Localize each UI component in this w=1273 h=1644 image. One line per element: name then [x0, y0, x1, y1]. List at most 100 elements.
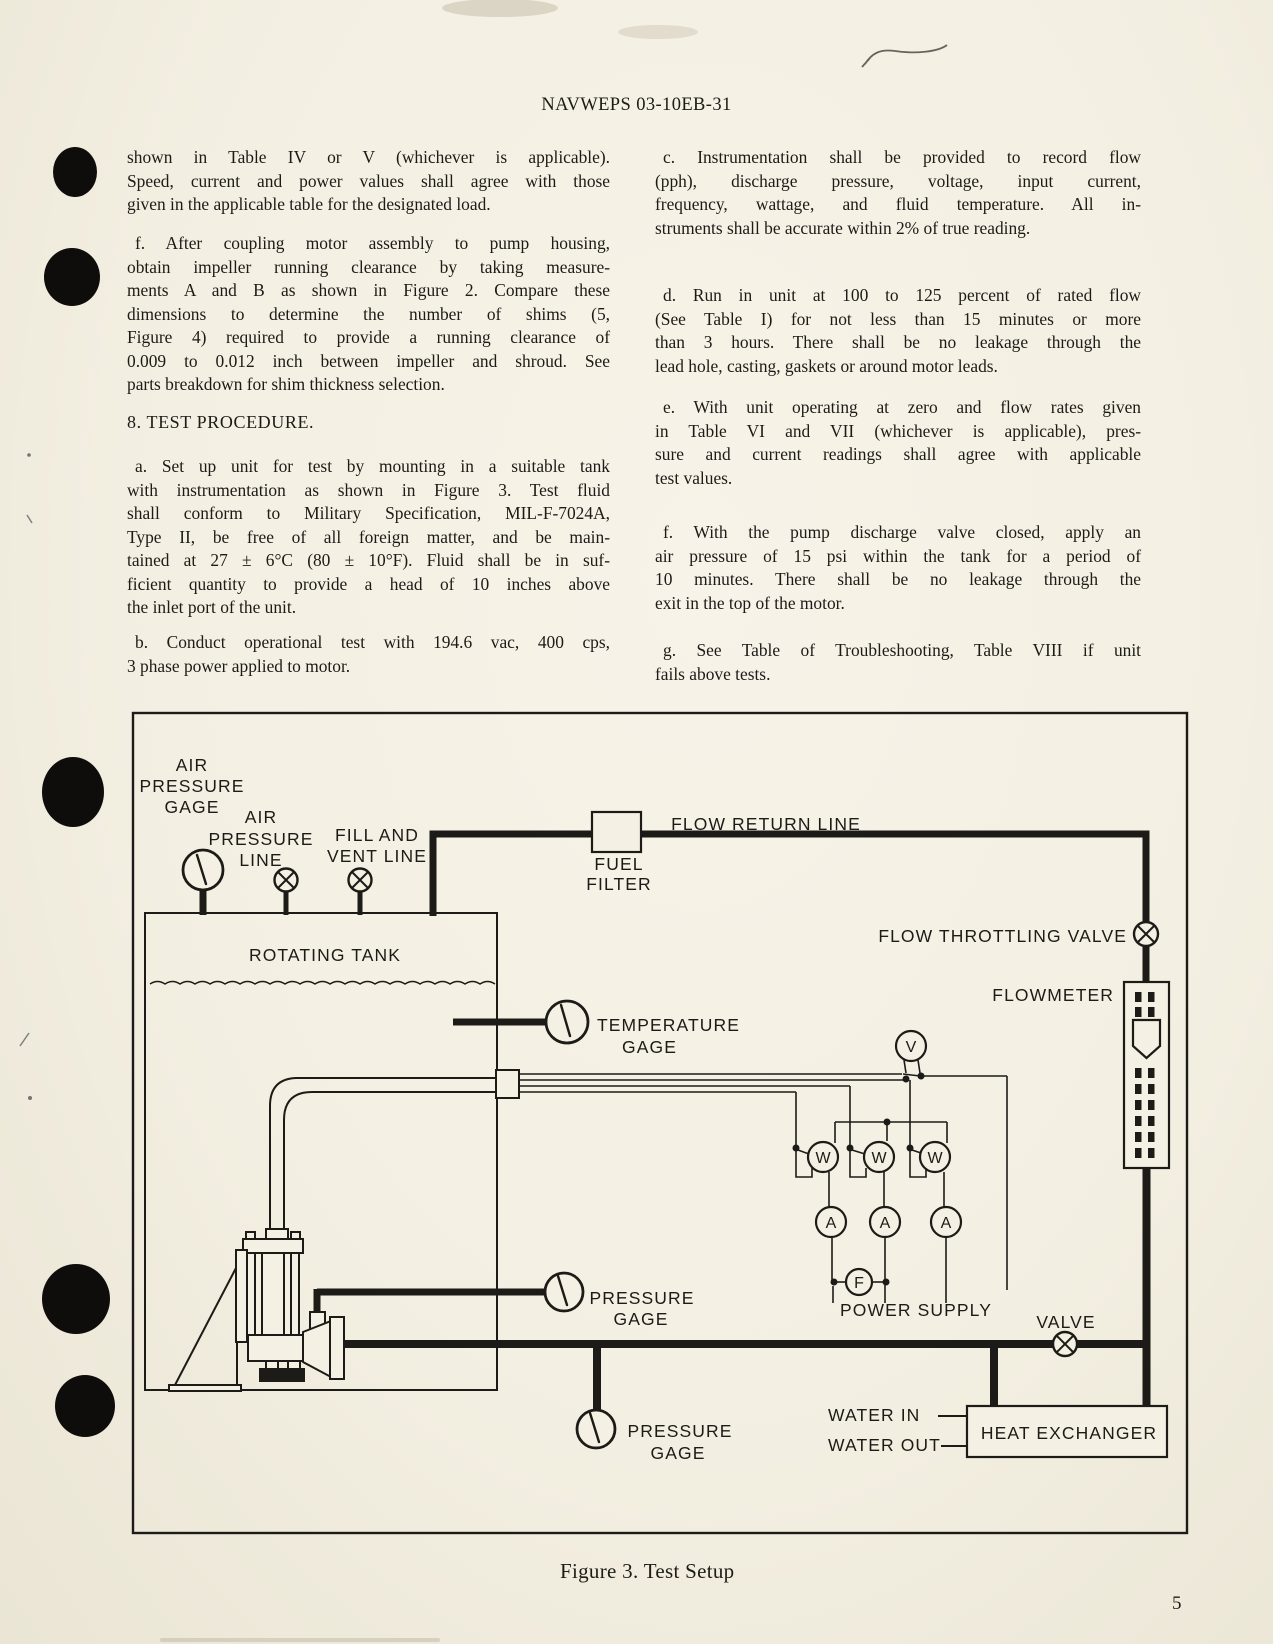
discharge-plumbing — [344, 1340, 1150, 1411]
label-pressure-gage-2: PRESSURE — [627, 1421, 732, 1441]
speck — [27, 453, 31, 457]
text-line: Speed, current and power values shall ag… — [127, 170, 610, 191]
fuel-filter-box — [590, 810, 643, 854]
label-water-out: WATER OUT — [828, 1435, 941, 1455]
text-line: e. With unit operating at zero and flow … — [663, 397, 1141, 417]
label-valve: VALVE — [1036, 1312, 1095, 1332]
text-line: tained at 27 ± 6°C (80 ± 10°F). Fluid sh… — [127, 550, 610, 570]
label-heat-exchanger: HEAT EXCHANGER — [981, 1423, 1157, 1443]
label-pressure-gage-2: GAGE — [651, 1443, 706, 1463]
text-line: test values. — [655, 467, 733, 488]
text-line: lead hole, casting, gaskets or around mo… — [655, 355, 998, 376]
text-line: f. With the pump discharge valve closed,… — [663, 522, 1141, 542]
paragraph-f-left: f. After coupling motor assembly to pump… — [127, 232, 610, 397]
label-water-in: WATER IN — [828, 1405, 920, 1425]
voltmeter-letter: V — [906, 1039, 917, 1056]
flowmeter-scale-marks — [1135, 992, 1155, 1158]
ammeter-letter: A — [826, 1215, 837, 1232]
smudge — [442, 0, 558, 17]
motor-cap — [242, 1238, 304, 1254]
mount-plate — [235, 1249, 248, 1343]
black-dot — [53, 147, 97, 197]
rotating-tank — [144, 912, 498, 1391]
black-dot — [42, 1264, 110, 1334]
wattmeter-icon — [806, 1140, 840, 1174]
ammeter-icon — [814, 1205, 848, 1239]
label-fill-vent-line: FILL AND — [335, 825, 419, 845]
edge-shadow — [160, 1638, 440, 1642]
outlet-housing — [302, 1319, 332, 1379]
text-line: air pressure of 15 psi within the tank f… — [655, 545, 1141, 566]
wattmeter-icon — [918, 1140, 952, 1174]
page-header: NAVWEPS 03-10EB-31 — [541, 95, 732, 115]
text-line: sure and current readings shall agree wi… — [655, 444, 1141, 464]
label-air-pressure-gage: PRESSURE — [139, 776, 244, 796]
text-line: exit in the top of the motor. — [655, 592, 845, 613]
label-power-supply: POWER SUPPLY — [840, 1300, 992, 1320]
text-line: ficient quantity to provide a head of 10… — [127, 573, 610, 594]
flowmeter-body — [1122, 980, 1171, 1170]
label-fuel-filter: FILTER — [586, 874, 652, 894]
air-pressure-gage — [181, 848, 225, 915]
gauge-dial-icon — [181, 848, 225, 892]
label-flowmeter: FLOWMETER — [992, 985, 1114, 1005]
voltmeter-icon — [894, 1029, 928, 1063]
discharge-flange — [329, 1316, 345, 1380]
text-line: shown in Table IV or V (whichever is app… — [127, 147, 610, 167]
label-air-pressure-gage: AIR — [176, 755, 208, 775]
air-pressure-line-valve — [273, 867, 299, 915]
label-air-pressure-line: LINE — [239, 850, 282, 870]
paragraph-a: a. Set up unit for test by mounting in a… — [127, 455, 610, 620]
pressure-gage-2 — [575, 1408, 617, 1450]
label-fill-vent-line: VENT LINE — [327, 846, 427, 866]
tank-wall-sleeve — [495, 1069, 520, 1099]
text-line: Figure 4) required to provide a running … — [127, 327, 610, 347]
text-line: with instrumentation as shown in Figure … — [127, 479, 610, 500]
label-pressure-gage-1: PRESSURE — [589, 1288, 694, 1308]
pump-motor-assembly — [168, 1228, 345, 1392]
ammeter-icon — [868, 1205, 902, 1239]
impeller-hatch — [259, 1368, 305, 1382]
text-line: obtain impeller running clearance by tak… — [127, 256, 610, 277]
text-line: frequency, wattage, and fluid temperatur… — [655, 194, 1141, 214]
text-line: parts breakdown for shim thickness selec… — [127, 374, 445, 394]
gauge-needle — [559, 1003, 572, 1038]
ammeter-icon — [929, 1205, 963, 1239]
stand-base — [168, 1384, 242, 1392]
text-line: b. Conduct operational test with 194.6 v… — [135, 632, 610, 652]
label-fuel-filter: FUEL — [594, 854, 643, 874]
paragraph-e: e. With unit operating at zero and flow … — [655, 396, 1141, 490]
figure-caption: Figure 3. Test Setup — [560, 1559, 735, 1583]
text-line: f. After coupling motor assembly to pump… — [135, 233, 610, 253]
liquid-level-wave — [149, 980, 496, 985]
text-line: in Table VI and VII (whichever is applic… — [655, 420, 1141, 441]
text-line: (pph), discharge pressure, voltage, inpu… — [655, 170, 1141, 191]
margin-dots — [42, 147, 115, 1437]
instrument-meters — [806, 1029, 963, 1297]
text-line: (See Table I) for not less than 15 minut… — [655, 308, 1141, 329]
speck — [26, 514, 33, 524]
paragraph-b: b. Conduct operational test with 194.6 v… — [127, 631, 610, 678]
text-line: ments A and B as shown in Figure 2. Comp… — [127, 280, 610, 300]
black-dot — [42, 757, 104, 827]
motor-lead-conduit — [269, 1069, 520, 1240]
flowmeter-float-icon — [1131, 1018, 1162, 1060]
page-number: 5 — [1172, 1593, 1182, 1614]
label-temperature-gage: TEMPERATURE — [597, 1015, 740, 1035]
gauge-needle — [556, 1274, 569, 1307]
smudge — [618, 25, 698, 39]
wattmeter-letter: W — [871, 1150, 887, 1167]
discharge-valve — [1051, 1330, 1079, 1358]
text-line: struments shall be accurate within 2% of… — [655, 217, 1031, 238]
text-line: d. Run in unit at 100 to 125 percent of … — [663, 285, 1141, 305]
paragraph-c: c. Instrumentation shall be provided to … — [655, 146, 1141, 240]
frequency-meter-letter: F — [854, 1275, 864, 1292]
stand-brace — [174, 1267, 237, 1386]
text-line: fails above tests. — [655, 663, 771, 684]
text-line: g. See Table of Troubleshooting, Table V… — [663, 640, 1141, 660]
wattmeter-icon — [862, 1140, 896, 1174]
gauge-needle — [195, 853, 208, 886]
fill-vent-line-valve — [347, 867, 373, 915]
gauge-needle — [588, 1411, 601, 1444]
